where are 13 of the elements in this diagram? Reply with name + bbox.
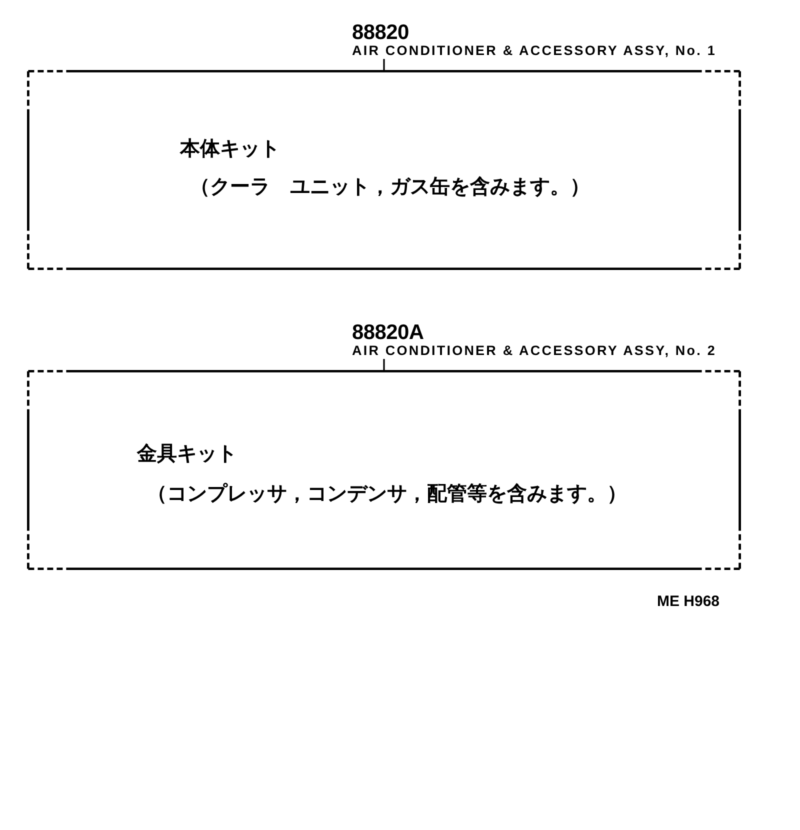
part-number: 88820 bbox=[352, 21, 410, 44]
kit-frame bbox=[27, 370, 741, 570]
part-name: AIR CONDITIONER & ACCESSORY ASSY, No. 1 bbox=[352, 44, 716, 59]
leader-line bbox=[383, 58, 385, 70]
kit-frame bbox=[27, 70, 741, 270]
part-number: 88820A bbox=[352, 321, 425, 344]
kit-description: （コンプレッサ，コンデンサ，配管等を含みます。） bbox=[147, 482, 627, 504]
leader-line bbox=[383, 358, 385, 370]
kit-title: 本体キット bbox=[180, 137, 280, 159]
drawing-code: ME H968 bbox=[657, 594, 720, 610]
part-name: AIR CONDITIONER & ACCESSORY ASSY, No. 2 bbox=[352, 344, 716, 359]
kit-description: （クーラ ユニット，ガス缶を含みます。） bbox=[190, 175, 590, 197]
kit-title: 金具キット bbox=[137, 442, 237, 464]
